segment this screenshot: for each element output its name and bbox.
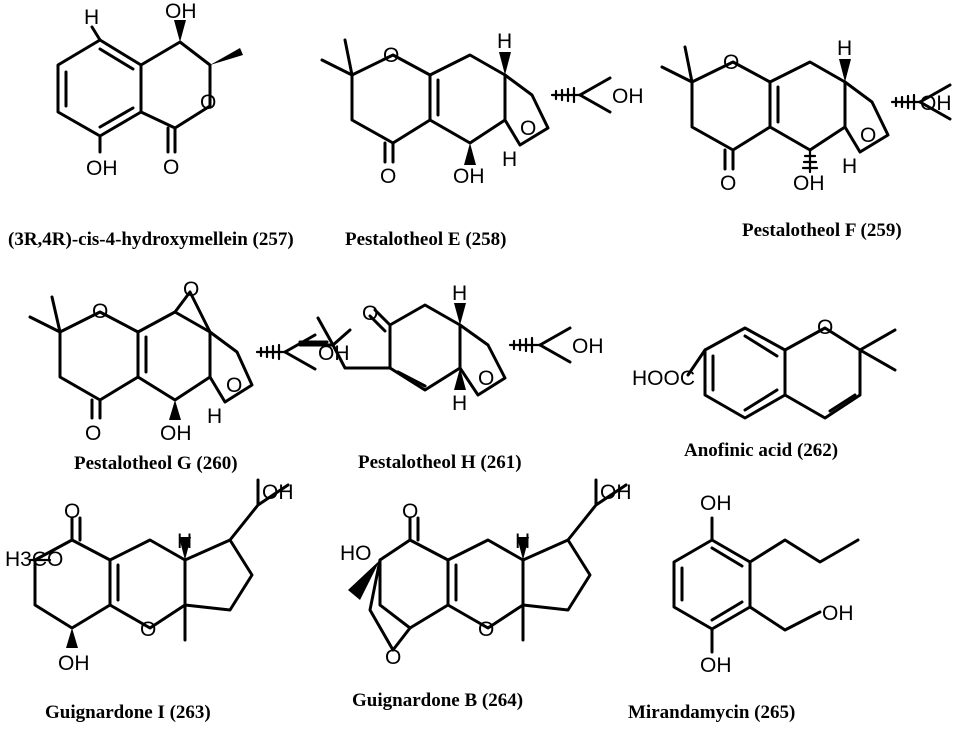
compound-name: Mirandamycin (265) — [628, 702, 795, 723]
atom-label: O — [385, 646, 401, 669]
compound-name: Pestalotheol E (258) — [345, 229, 506, 250]
atom-label: O — [817, 316, 833, 339]
atom-label: H — [515, 530, 530, 553]
atom-label: O — [92, 300, 108, 323]
atom-label: O — [183, 278, 199, 301]
compound-name: Pestalotheol G (260) — [74, 453, 238, 474]
atom-label: OH — [700, 654, 732, 677]
structure-259: O H H O OH O OH Pestalotheol F (259) — [660, 37, 952, 241]
compound-name: Anofinic acid (262) — [684, 440, 838, 461]
atom-label: H — [837, 37, 852, 60]
compound-name: Guignardone I (263) — [45, 702, 211, 723]
atom-label: O — [64, 500, 80, 523]
atom-label: O — [860, 124, 876, 147]
atom-label: OH — [58, 652, 90, 675]
structure-260: O O H O OH O OH Pestalotheol G (260) — [28, 278, 350, 474]
structure-263: O H O H3CO OH OH Guignardone I (263) — [5, 478, 294, 723]
atom-label: OH — [572, 335, 604, 358]
atom-label: O — [200, 91, 216, 114]
atom-label: OH — [793, 172, 825, 195]
atom-label: O — [380, 165, 396, 188]
atom-label: OH — [700, 492, 732, 515]
structure-262: O HOOC Anofinic acid (262) — [632, 316, 897, 461]
atom-label: OH — [165, 0, 197, 23]
compound-name: Pestalotheol F (259) — [742, 220, 902, 241]
compound-name: Guignardone B (264) — [352, 690, 523, 711]
atom-label: OH — [600, 481, 632, 504]
atom-label: OH — [822, 602, 854, 625]
atom-label: O — [478, 618, 494, 641]
atom-label: O — [140, 618, 156, 641]
compound-name: Pestalotheol H (261) — [358, 452, 522, 473]
atom-label: OH — [160, 422, 192, 445]
atom-label: H — [842, 155, 857, 178]
atom-label: O — [720, 172, 736, 195]
structure-257: H OH O O OH (3R,4R)-cis-4-hydroxymellein… — [8, 0, 294, 250]
atom-label: OH — [612, 85, 644, 108]
atom-label: O — [85, 422, 101, 445]
atom-label: H — [84, 6, 99, 29]
atom-label: HOOC — [632, 367, 695, 390]
atom-label: O — [402, 500, 418, 523]
atom-label: O — [163, 156, 179, 179]
atom-label: O — [226, 374, 242, 397]
atom-label: H3CO — [5, 548, 63, 571]
atom-label: H — [452, 282, 467, 305]
atom-label: OH — [86, 157, 118, 180]
atom-label: HO — [340, 542, 372, 565]
structure-258: O H H O OH O OH Pestalotheol E (258) — [320, 30, 644, 250]
atom-label: OH — [920, 92, 952, 115]
atom-label: H — [452, 392, 467, 415]
atom-label: H — [207, 405, 222, 428]
atom-label: OH — [453, 165, 485, 188]
atom-label: O — [478, 367, 494, 390]
compound-name: (3R,4R)-cis-4-hydroxymellein (257) — [8, 229, 294, 250]
structure-264: O H O HO O OH Guignardone B (264) — [340, 478, 632, 711]
atom-label: OH — [262, 481, 294, 504]
atom-label: O — [362, 302, 378, 325]
atom-label: H — [177, 530, 192, 553]
atom-label: H — [497, 30, 512, 53]
atom-label: H — [502, 148, 517, 171]
atom-label: O — [520, 117, 536, 140]
atom-label: O — [723, 51, 739, 74]
structure-265: OH OH OH Mirandamycin (265) — [628, 492, 860, 723]
structure-261: O H H O OH Pestalotheol H (261) — [298, 282, 604, 473]
atom-label: O — [383, 44, 399, 67]
